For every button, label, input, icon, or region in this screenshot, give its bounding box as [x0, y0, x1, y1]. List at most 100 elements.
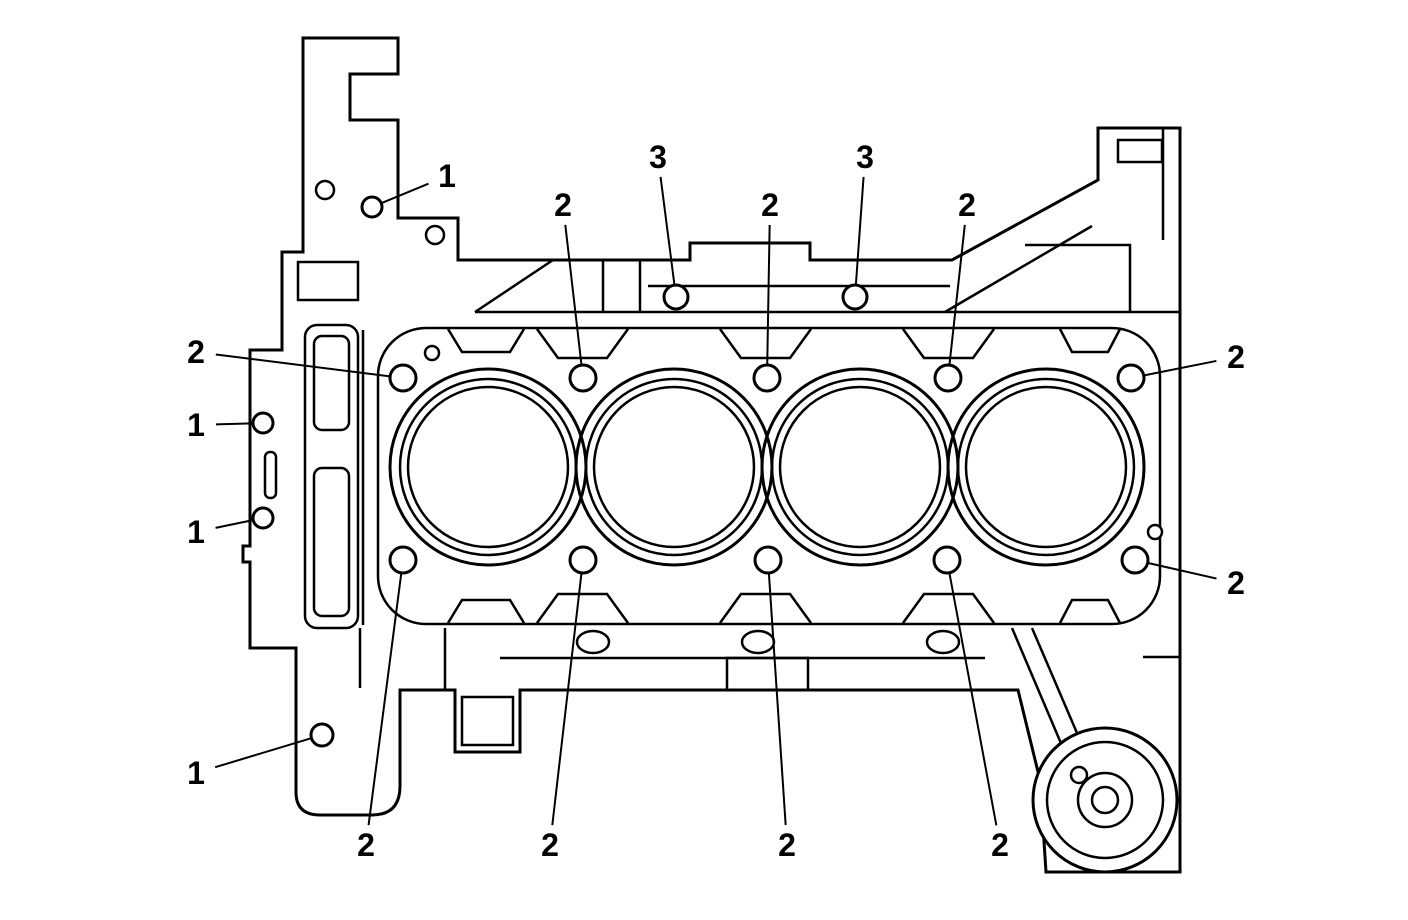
pulley-outer-ring: [1031, 726, 1179, 874]
small-hole-2: [424, 224, 446, 246]
small-hole-3: [423, 344, 441, 362]
callout-label-2: 2: [761, 187, 779, 223]
bolt-hole-callout-2: [932, 545, 962, 575]
leader-line-2: [215, 353, 390, 378]
leader-line-2: [1148, 562, 1217, 580]
pulley-hub-bore: [1090, 785, 1120, 815]
leader-line-1: [215, 519, 253, 529]
bolt-hole-callout-2: [388, 363, 418, 393]
pulley-keyway-hole: [1069, 765, 1089, 785]
chamfer-inner-diagonal: [944, 224, 1093, 314]
bolt-hole-callout-2: [568, 363, 598, 393]
bolt-hole-callout-2: [933, 363, 963, 393]
leader-line-2: [564, 224, 583, 365]
block-bottom-details: [443, 627, 1180, 749]
callout-label-2: 2: [778, 827, 796, 863]
bolt-hole-callout-2: [568, 545, 598, 575]
deck-bump-bottom-2: [718, 592, 813, 624]
callout-label-2: 2: [187, 334, 205, 370]
bolt-hole-callout-2: [752, 363, 782, 393]
bolt-hole-callout-2: [388, 545, 418, 575]
leader-line-3: [854, 176, 865, 285]
engine-block-outline: [241, 36, 1182, 874]
belt-line-1: [1010, 627, 1065, 749]
bolt-hole-callout-2: [1120, 545, 1150, 575]
cylinder-bore-1-ring-3: [406, 385, 570, 549]
bolt-holes: [251, 195, 1150, 748]
deck-outline: [376, 326, 1162, 626]
callout-label-2: 2: [1227, 339, 1245, 375]
cylinder-bore-4-ring-3: [964, 385, 1128, 549]
belt-line-2: [1030, 627, 1082, 741]
cylinder-bore-4-ring-1: [946, 367, 1146, 567]
leader-line-2: [551, 573, 583, 826]
leader-line-1: [381, 182, 429, 204]
pulley-inner-ring: [1045, 740, 1165, 860]
leader-line-2: [1144, 359, 1217, 377]
callout-label-2: 2: [991, 827, 1009, 863]
tower-top-box: [296, 260, 360, 302]
unlabeled-holes: [314, 179, 1164, 541]
lower-block-inner: [460, 695, 515, 747]
deck-bump-bottom-0: [446, 598, 526, 624]
leader-line-2: [767, 573, 787, 826]
callout-label-3: 3: [856, 139, 874, 175]
ledge-chamfer-left: [474, 258, 554, 314]
cylinder-bore-3-ring-3: [778, 385, 942, 549]
callout-label-2: 2: [554, 187, 572, 223]
callout-labels: 1 2 3 2 3 2 2 2 1 1 2 1 2 2 2 2: [187, 139, 1245, 863]
leader-line-2: [367, 573, 403, 826]
deck-bump-bottom-4: [1058, 598, 1122, 624]
pan-rail-hole-1: [575, 629, 611, 655]
bolt-hole-callout-3: [841, 283, 869, 311]
pulley-hub-outer: [1076, 771, 1134, 829]
callout-label-1: 1: [438, 158, 456, 194]
bolt-hole-callout-2: [753, 545, 783, 575]
tower-lower-slot: [312, 466, 351, 618]
deck-bump-bottom-1: [535, 592, 630, 624]
block-outer-outline: [241, 36, 1182, 874]
callout-label-1: 1: [187, 514, 205, 550]
deck-bump-top-4: [1058, 328, 1122, 354]
bolt-hole-callout-1: [251, 411, 275, 435]
deck-bump-top-3: [901, 328, 996, 360]
deck-bump-top-1: [535, 328, 630, 360]
crank-pulley: [1031, 726, 1179, 874]
bolt-hole-callout-1: [251, 506, 275, 530]
right-pocket: [1025, 243, 1132, 312]
tower-long-slot: [303, 323, 360, 630]
callout-label-2: 2: [357, 827, 375, 863]
cylinder-bore-2-ring-3: [592, 385, 756, 549]
leader-line-3: [659, 176, 676, 285]
callout-label-2: 2: [1227, 565, 1245, 601]
leader-line-1: [214, 737, 311, 769]
callout-label-1: 1: [187, 407, 205, 443]
bolt-hole-callout-1: [309, 722, 335, 748]
callout-label-3: 3: [649, 139, 667, 175]
cylinder-bores: [388, 367, 1146, 567]
small-hole-1: [314, 179, 336, 201]
small-hole-4: [1146, 523, 1164, 541]
cylinder-bore-4-ring-2: [956, 377, 1136, 557]
bolt-hole-callout-3: [662, 283, 690, 311]
callout-label-2: 2: [958, 187, 976, 223]
block-top-details: [474, 128, 1180, 314]
leader-line-2: [766, 224, 771, 365]
leader-line-2: [948, 573, 998, 826]
tower-upper-slot: [312, 334, 351, 432]
deck-bump-top-0: [446, 328, 526, 354]
callout-leader-lines: [214, 176, 1217, 826]
callout-label-2: 2: [541, 827, 559, 863]
pan-rail-boss: [725, 656, 810, 692]
pan-rail-hole-3: [925, 629, 961, 655]
block-left-tower-details: [263, 260, 365, 688]
bolt-hole-callout-1: [360, 195, 384, 219]
left-edge-slot: [263, 450, 278, 500]
deck-surface: [376, 326, 1162, 626]
leader-line-1: [215, 422, 253, 426]
deck-bump-top-2: [718, 328, 813, 360]
bolt-hole-callout-2: [1116, 363, 1146, 393]
callout-label-1: 1: [187, 755, 205, 791]
